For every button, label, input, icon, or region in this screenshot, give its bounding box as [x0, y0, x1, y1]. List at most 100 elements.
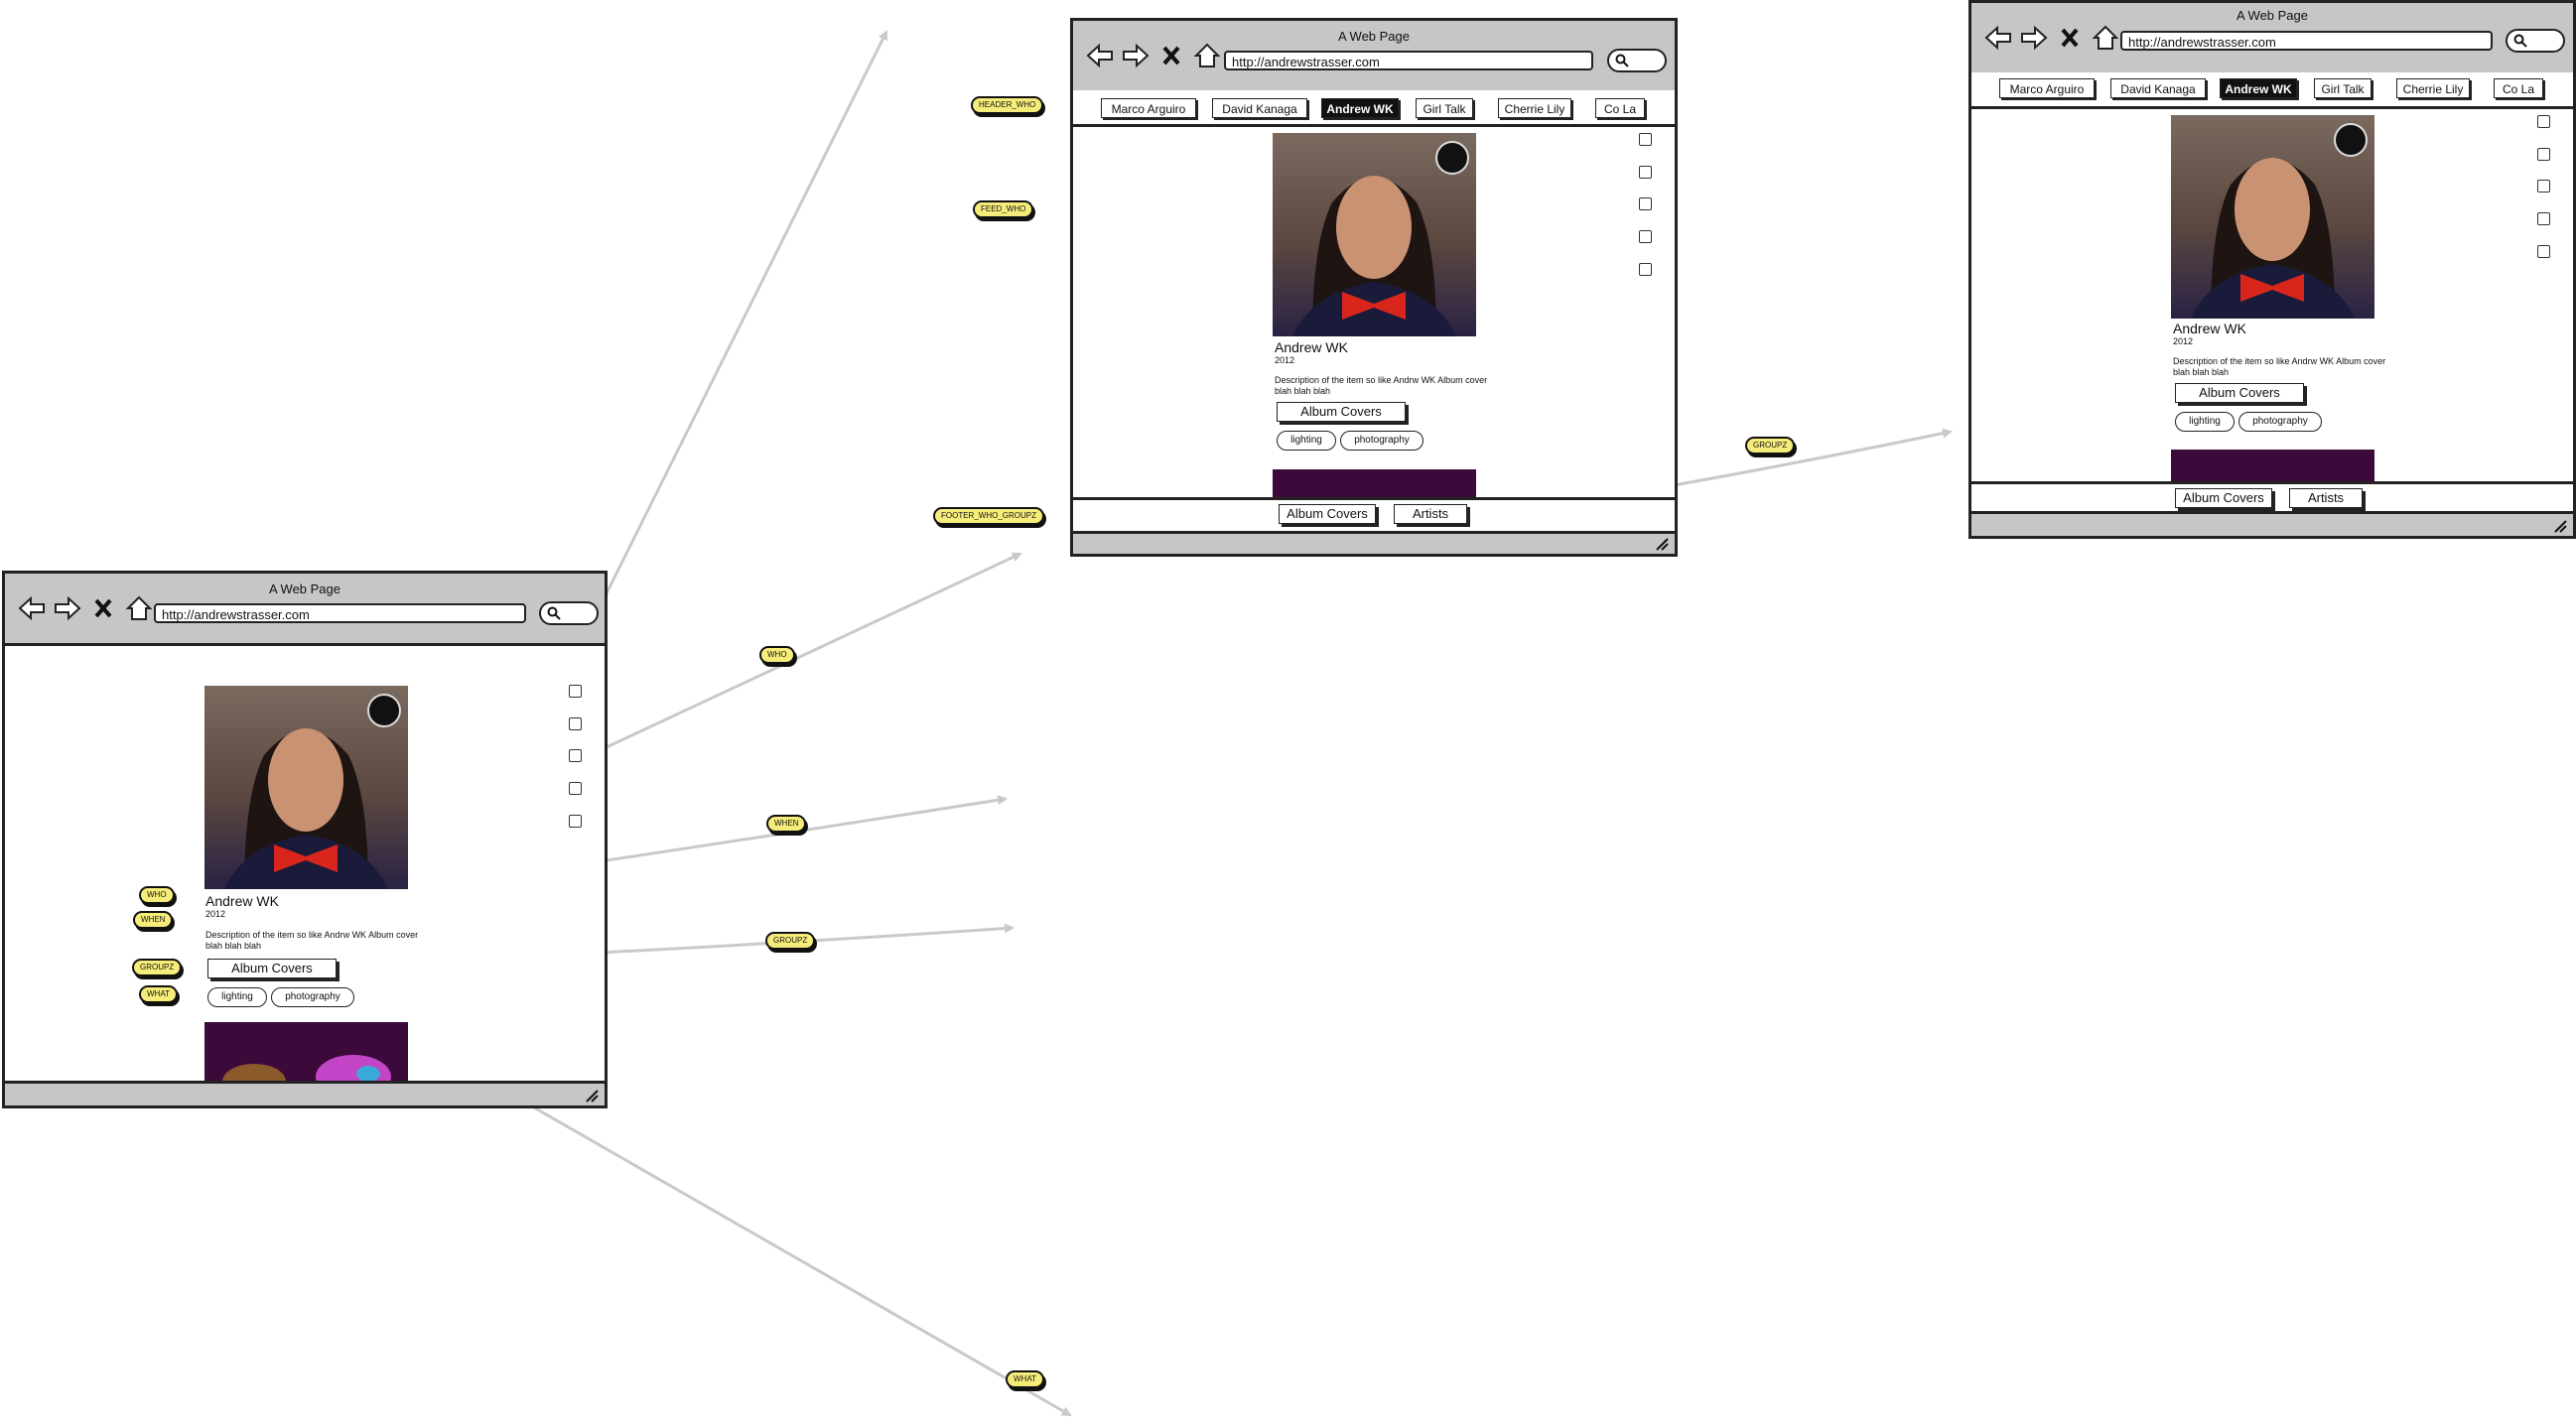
arrow-header-who	[584, 30, 888, 636]
album-art-graphic	[222, 1055, 391, 1085]
browser-chrome: A Web Page http://andrewstrasser.com	[1073, 21, 1675, 93]
checkbox-1[interactable]	[1639, 133, 1652, 146]
stop-button[interactable]	[2055, 23, 2085, 53]
window-title: A Web Page	[1337, 29, 1411, 44]
resize-grip-icon[interactable]	[2553, 519, 2567, 533]
tab-co-la[interactable]: Co La	[1595, 98, 1645, 118]
close-x-icon	[94, 598, 112, 618]
forward-button[interactable]	[53, 593, 82, 623]
group-button[interactable]: Album Covers	[2175, 383, 2304, 403]
browser-chrome: A Web Page http://andrewstrasser.com	[1971, 3, 2573, 75]
search-field[interactable]	[1607, 49, 1667, 72]
callout-groupz: GROUPZ	[765, 932, 816, 950]
checkbox-5[interactable]	[2537, 245, 2550, 258]
status-bar	[5, 1081, 605, 1105]
callout-groupz-label: GROUPZ	[132, 959, 183, 976]
back-button[interactable]	[17, 593, 47, 623]
checkbox-5[interactable]	[569, 815, 582, 828]
artist-tabs: Marco Arguiro David Kanaga Andrew WK Gir…	[1971, 72, 2573, 109]
tag-lighting[interactable]: lighting	[207, 987, 267, 1007]
checkbox-2[interactable]	[569, 717, 582, 730]
back-button[interactable]	[1983, 23, 2013, 53]
footer-album-covers-button[interactable]: Album Covers	[1279, 504, 1376, 524]
back-button[interactable]	[1085, 41, 1115, 70]
forward-arrow-icon	[55, 595, 81, 621]
group-button[interactable]: Album Covers	[207, 959, 337, 978]
tab-andrew-wk[interactable]: Andrew WK	[1321, 98, 1399, 118]
description-line-1: Description of the item so like Andrw WK…	[2173, 356, 2386, 366]
checkbox-5[interactable]	[1639, 263, 1652, 276]
tab-david-kanaga[interactable]: David Kanaga	[2110, 78, 2206, 98]
tag-photography[interactable]: photography	[1340, 431, 1424, 451]
url-field[interactable]: http://andrewstrasser.com	[154, 603, 526, 623]
window-title: A Web Page	[2236, 8, 2309, 23]
tab-co-la[interactable]: Co La	[2494, 78, 2543, 98]
tab-david-kanaga[interactable]: David Kanaga	[1212, 98, 1307, 118]
search-field[interactable]	[539, 601, 599, 625]
artist-photo[interactable]	[1273, 133, 1476, 336]
footer-artists-button[interactable]: Artists	[2289, 488, 2363, 508]
tag-lighting[interactable]: lighting	[2175, 412, 2235, 432]
callout-footer-groupz: GROUPZ	[1745, 437, 1796, 454]
browser-chrome: A Web Page http://andrewstrasser.com	[5, 574, 605, 646]
checkbox-4[interactable]	[1639, 230, 1652, 243]
callout-feed-who: FEED_WHO	[973, 200, 1034, 218]
tag-photography[interactable]: photography	[2238, 412, 2322, 432]
home-icon	[125, 595, 153, 620]
checkbox-2[interactable]	[1639, 166, 1652, 179]
status-bar	[1073, 531, 1675, 554]
tab-cherrie-lily[interactable]: Cherrie Lily	[2396, 78, 2470, 98]
callout-header-who: HEADER_WHO	[971, 96, 1044, 114]
album-art-image[interactable]	[2171, 450, 2374, 483]
artist-photo[interactable]	[2171, 115, 2374, 319]
tab-cherrie-lily[interactable]: Cherrie Lily	[1498, 98, 1571, 118]
group-button[interactable]: Album Covers	[1277, 402, 1406, 422]
stop-button[interactable]	[88, 593, 118, 623]
url-field[interactable]: http://andrewstrasser.com	[2120, 31, 2493, 51]
portrait-image	[1292, 176, 1456, 336]
stop-button[interactable]	[1156, 41, 1186, 70]
checkbox-3[interactable]	[569, 749, 582, 762]
resize-grip-icon[interactable]	[585, 1089, 599, 1102]
forward-button[interactable]	[2019, 23, 2049, 53]
checkbox-3[interactable]	[1639, 197, 1652, 210]
tag-lighting[interactable]: lighting	[1277, 431, 1336, 451]
album-art-image[interactable]	[204, 1022, 408, 1085]
footer-album-covers-button[interactable]: Album Covers	[2175, 488, 2272, 508]
tab-girl-talk[interactable]: Girl Talk	[2314, 78, 2372, 98]
tab-girl-talk[interactable]: Girl Talk	[1416, 98, 1473, 118]
portrait-image	[2191, 158, 2355, 319]
footer-artists-button[interactable]: Artists	[1394, 504, 1467, 524]
item-name: Andrew WK	[2173, 321, 2246, 336]
album-art-image[interactable]	[1273, 469, 1476, 499]
item-name: Andrew WK	[1275, 339, 1348, 355]
checkbox-4[interactable]	[569, 782, 582, 795]
checkbox-1[interactable]	[569, 685, 582, 698]
callout-footer-who-groupz: FOOTER_WHO_GROUPZ	[933, 507, 1045, 525]
tab-andrew-wk[interactable]: Andrew WK	[2220, 78, 2297, 98]
url-field[interactable]: http://andrewstrasser.com	[1224, 51, 1593, 70]
logo-badge	[1435, 141, 1469, 175]
tag-photography[interactable]: photography	[271, 987, 354, 1007]
description-line-2: blah blah blah	[2173, 367, 2230, 377]
checkbox-3[interactable]	[2537, 180, 2550, 193]
home-button[interactable]	[2091, 23, 2120, 53]
home-icon	[2092, 25, 2119, 50]
browser-window-header: A Web Page http://andrewstrasser.com Mar…	[1070, 18, 1678, 557]
search-field[interactable]	[2506, 29, 2565, 53]
checkbox-4[interactable]	[2537, 212, 2550, 225]
logo-badge	[367, 694, 401, 727]
tab-marco-arguiro[interactable]: Marco Arguiro	[1101, 98, 1196, 118]
item-description: Description of the item so like Andrw WK…	[205, 930, 434, 952]
tab-marco-arguiro[interactable]: Marco Arguiro	[1999, 78, 2095, 98]
callout-what: WHAT	[1006, 1370, 1044, 1388]
resize-grip-icon[interactable]	[1655, 537, 1669, 551]
forward-button[interactable]	[1121, 41, 1151, 70]
home-button[interactable]	[1192, 41, 1222, 70]
back-arrow-icon	[1086, 43, 1113, 68]
home-button[interactable]	[124, 593, 154, 623]
callout-who: WHO	[759, 646, 795, 664]
checkbox-1[interactable]	[2537, 115, 2550, 128]
artist-photo[interactable]	[204, 686, 408, 889]
checkbox-2[interactable]	[2537, 148, 2550, 161]
